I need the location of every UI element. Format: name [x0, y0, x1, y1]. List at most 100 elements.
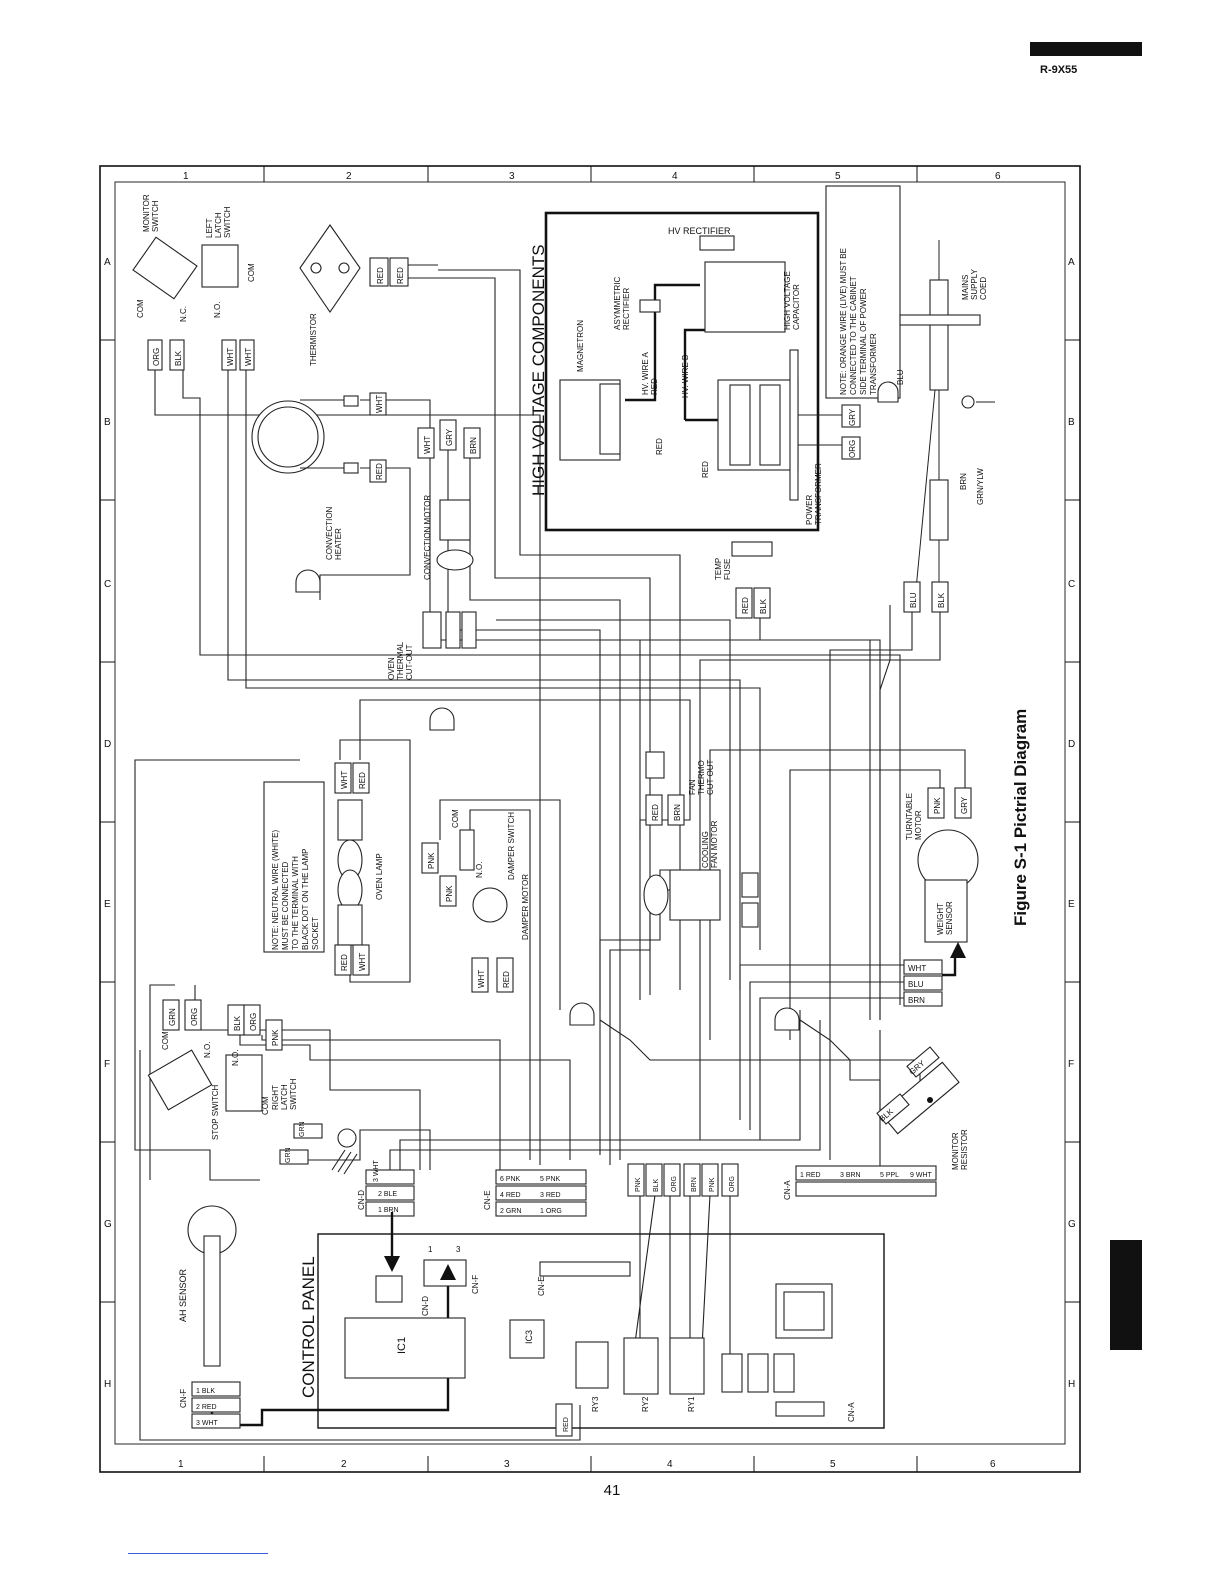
cne-pin-2: 2 GRN [500, 1208, 521, 1215]
cooling-fan-body [669, 869, 721, 921]
monitor-resistor-body [880, 1061, 960, 1135]
tag-ry3-red-text: RED [563, 1417, 570, 1432]
grid-column-labels: 1 2 3 4 5 6 1 2 3 4 5 6 [178, 171, 1001, 1470]
cnf-board-socket [423, 1259, 467, 1287]
tag-fan-brn-text: BRN [673, 804, 682, 821]
asym-rectifier-label-2: RECTIFIER [622, 288, 631, 330]
ground-lamp-icon [877, 381, 899, 403]
tag-monitor-blk-text: BLK [174, 350, 183, 366]
col-label: 5 [830, 1459, 836, 1470]
cne-pin-1: 1 ORG [540, 1208, 562, 1215]
cna-pin-1: 1 RED [800, 1172, 821, 1179]
neutral-note-line-2: MUST BE CONNECTED [281, 861, 290, 950]
inner-frame [114, 181, 1066, 1445]
ic1-chip [344, 1317, 466, 1379]
tag-lamp-wht-text: WHT [340, 771, 349, 789]
tag-org [841, 436, 861, 460]
cne-board-label: CN-E [537, 1276, 546, 1296]
tag-ws-blu [903, 975, 943, 991]
arrow-cnf-head [440, 1264, 456, 1280]
row-label: H [104, 1379, 111, 1390]
hv-red-1: RED [655, 438, 664, 455]
transformer-bracket [789, 349, 799, 501]
outer-frame [99, 165, 1081, 1473]
cnf-row-2 [191, 1397, 241, 1413]
monitor-com: COM [136, 299, 145, 318]
damper-com: COM [451, 809, 460, 828]
cna-row-2 [795, 1181, 937, 1197]
tag-damper-pnk-2 [439, 875, 457, 907]
tag-stop-grn [162, 999, 180, 1031]
tag-rl-pnk [265, 1019, 283, 1051]
oven-cutout-icon [422, 611, 442, 649]
cne-connector-3 [495, 1201, 587, 1217]
weight-sensor-label-2: SENSOR [945, 901, 954, 935]
cooling-fan-label-1: COOLING [701, 831, 710, 868]
tag-damper-pnk-1-text: PNK [427, 852, 436, 869]
relay-tag-org-2-text: ORG [729, 1176, 736, 1192]
cnd-pin-1-text: 1 BRN [378, 1207, 399, 1214]
orange-note-line-4: TRANSFORMER [869, 333, 878, 395]
mains-label-2: SUPPLY [970, 268, 979, 300]
cne-pins-top-2: 5 PNK [540, 1176, 561, 1183]
tag-ws-brn-text: BRN [908, 996, 925, 1005]
cna-label: CN-A [783, 1180, 792, 1200]
relay-tag-org-text: ORG [671, 1176, 678, 1192]
convection-heater-inner [257, 406, 319, 468]
cne-label: CN-E [483, 1190, 492, 1210]
row-label: A [104, 257, 111, 268]
tag-rl-pnk-text: PNK [271, 1029, 280, 1046]
cne-pins-top: 6 PNK [500, 1176, 521, 1183]
tag-ws-wht [903, 959, 943, 975]
tag-latch-wht-2 [239, 339, 255, 371]
tag-gnd-grn-2-text: GRN [285, 1147, 292, 1163]
monitor-nc: N.C. [179, 306, 188, 322]
ry1-label: RY1 [687, 1396, 696, 1412]
tag-lamp-red-text: RED [358, 772, 367, 789]
tag-gry-text: GRY [848, 408, 857, 426]
hv-wire-a-color: RED [650, 378, 659, 395]
row-label: F [104, 1059, 110, 1070]
tag-therm-2-text: RED [396, 267, 405, 284]
cooling-fan-blade [643, 874, 669, 916]
tag-monitor-blk [169, 339, 185, 371]
ic3-label: IC3 [524, 1330, 534, 1344]
cnf-board-pin-3: 3 [456, 1245, 461, 1254]
cna-board-socket [775, 1401, 825, 1417]
tag-heater-red-text: RED [375, 463, 384, 480]
row-label: C [104, 579, 111, 590]
control-panel-title: CONTROL PANEL [299, 1256, 318, 1398]
tag-fan-red [645, 794, 663, 826]
col-label: 1 [178, 1459, 184, 1470]
side-tab [1110, 1240, 1142, 1350]
cnf-row-3 [191, 1413, 241, 1429]
cne-connector-2 [495, 1185, 587, 1201]
tag-gnd-grn-1 [293, 1123, 323, 1139]
cnd-board-socket [375, 1275, 403, 1303]
tag-rl-org-text: ORG [249, 1013, 258, 1031]
row-label: F [1068, 1059, 1074, 1070]
ry3-label: RY3 [591, 1396, 600, 1412]
col-label: 2 [346, 171, 352, 182]
heater-ground-icon [295, 569, 321, 593]
weight-sensor-box [924, 879, 968, 943]
tag-rl-blk-text: BLK [233, 1015, 242, 1031]
col-label: 5 [835, 171, 841, 182]
damper-switch-icon [459, 829, 475, 871]
tag-stop-org [184, 999, 202, 1031]
tag-latch-wht-1-text: WHT [226, 348, 235, 366]
damper-ground-icon [569, 1002, 595, 1026]
cna-board-label: CN-A [847, 1402, 856, 1422]
mains-cord-icon [899, 240, 995, 601]
col-label: 1 [183, 171, 189, 182]
oven-lamp-bulb-2 [337, 869, 363, 911]
orange-note-line-2: CONNECTED TO THE CABINET [849, 276, 858, 395]
ry1-relay [669, 1337, 705, 1395]
damper-motor-icon [472, 887, 508, 923]
cnf-pin-2: 2 RED [196, 1404, 217, 1411]
ground-symbol-icon [331, 1149, 358, 1175]
relay-tag-pnk-2-text: PNK [709, 1177, 716, 1192]
orange-note-line-3: SIDE TERMINAL OF POWER [859, 288, 868, 395]
ws-ground-icon [774, 1007, 800, 1031]
relay-tag-brn [683, 1163, 701, 1197]
